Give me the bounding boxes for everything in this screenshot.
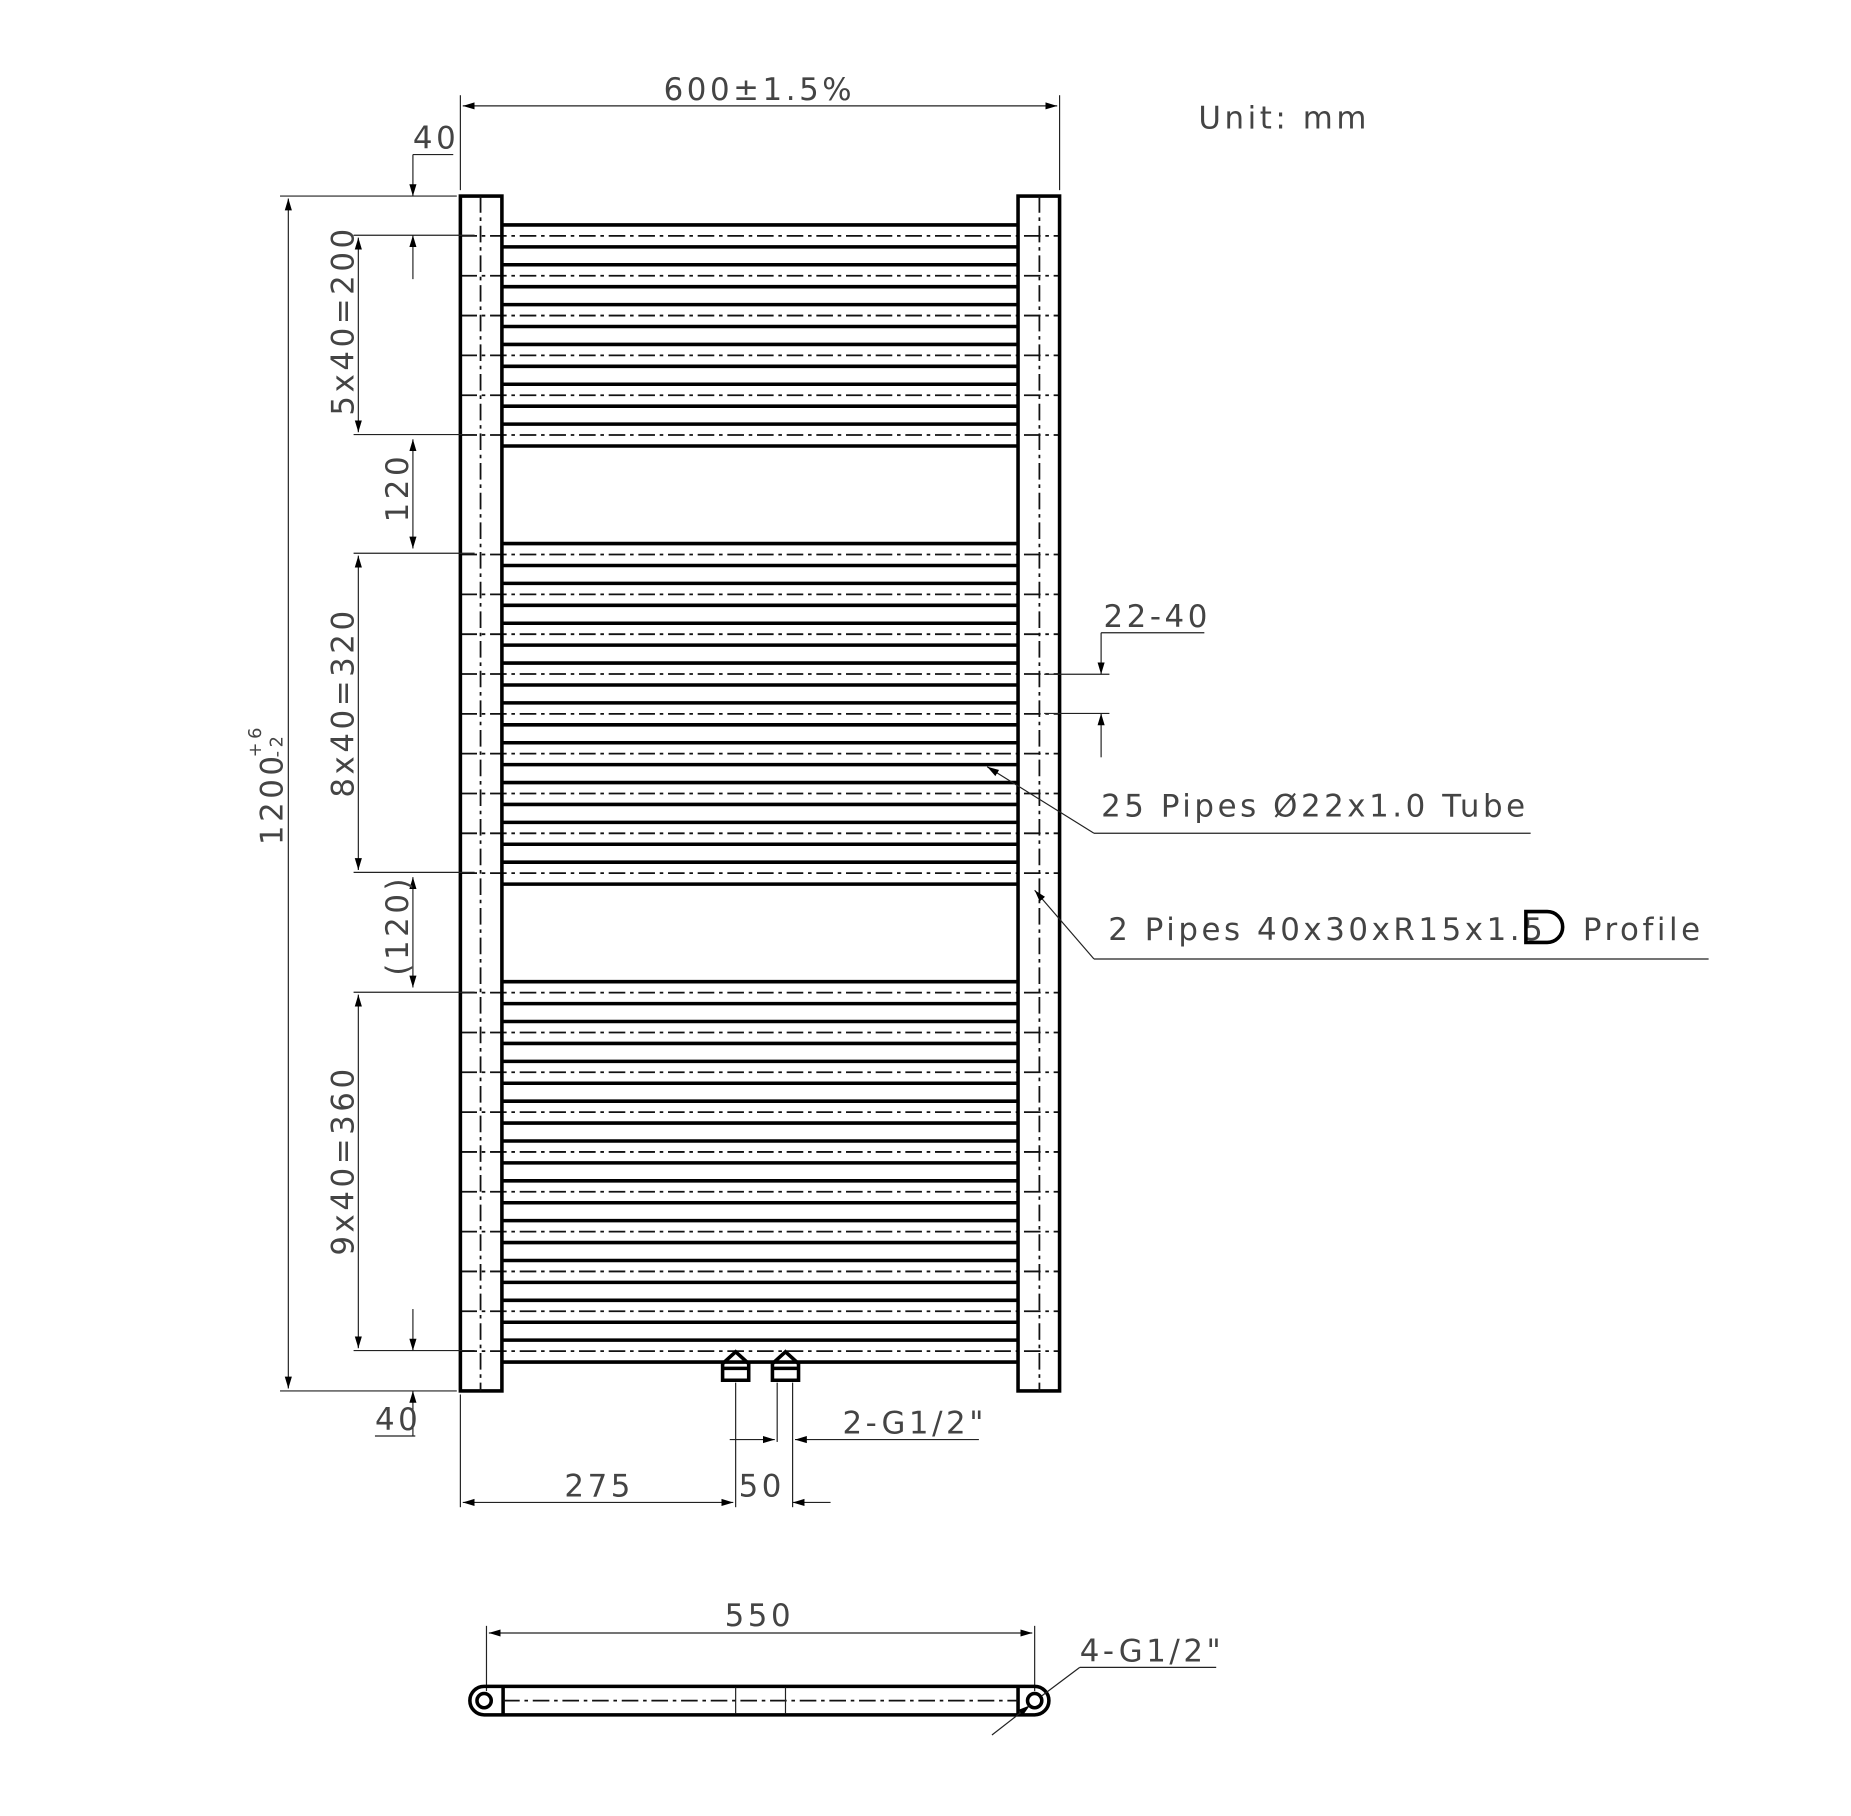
tube <box>460 263 1060 289</box>
pitch-dimensions: 5x40=200 8x40=320 9x40=360 120 (120) 40 … <box>326 121 475 1438</box>
tube <box>460 860 1060 886</box>
valve-connectors <box>720 1349 801 1383</box>
tube <box>460 1139 1060 1165</box>
tube-callout: 25 Pipes Ø22x1.0 Tube <box>986 766 1531 834</box>
bottom-connections-label: 4-G1/2" <box>1080 1633 1225 1669</box>
tube <box>460 740 1060 767</box>
unit-label: Unit: mm <box>1198 100 1370 136</box>
tube <box>460 621 1060 647</box>
right-rail <box>1016 194 1062 1393</box>
tube-callout-label: 25 Pipes Ø22x1.0 Tube <box>1101 789 1529 825</box>
tube <box>460 541 1060 568</box>
top-offset-label: 40 <box>413 121 459 157</box>
tube <box>460 1179 1060 1205</box>
rail-callout-suffix: Profile <box>1583 912 1704 948</box>
d-profile-icon <box>1524 909 1565 945</box>
tube <box>460 1218 1060 1245</box>
tube <box>460 661 1060 687</box>
bottom-view: 550 4-G1/2" <box>468 1598 1225 1736</box>
tube <box>460 1298 1060 1324</box>
left-rail <box>458 194 504 1393</box>
tube <box>460 820 1060 847</box>
height-tol-plus: +6 <box>245 724 266 757</box>
width-dimension: 600±1.5% <box>459 72 1061 191</box>
tube <box>460 701 1060 727</box>
height-label: 1200 <box>254 752 290 845</box>
wall-gap-label: 22-40 <box>1103 599 1210 635</box>
connection-dimensions: 2-G1/2" 275 50 <box>459 1382 987 1508</box>
tube <box>460 422 1060 448</box>
group2-label: 8x40=320 <box>326 607 362 797</box>
tube <box>460 342 1060 369</box>
inlet-offset-label: 275 <box>564 1469 634 1505</box>
tube <box>460 382 1060 408</box>
front-connections-label: 2-G1/2" <box>842 1406 987 1442</box>
wall-gap-dimension: 22-40 <box>1044 599 1210 758</box>
gap1-label: 120 <box>380 453 416 523</box>
tube <box>460 302 1060 329</box>
group3-label: 9x40=360 <box>326 1065 362 1255</box>
gap2-label: (120) <box>380 875 416 976</box>
tube <box>460 780 1060 807</box>
group1-label: 5x40=200 <box>326 225 362 415</box>
height-dimension: 1200 +6 -2 <box>245 195 457 1392</box>
tube <box>460 1338 1060 1364</box>
tube <box>460 979 1060 1006</box>
tube <box>460 1099 1060 1125</box>
center-distance-label: 550 <box>725 1598 795 1634</box>
width-label: 600±1.5% <box>664 72 856 108</box>
tube <box>460 1019 1060 1046</box>
horizontal-tubes <box>460 223 1060 1364</box>
tube <box>460 223 1060 249</box>
bottom-offset-label: 40 <box>375 1402 421 1438</box>
tube <box>460 1258 1060 1285</box>
rail-callout: 2 Pipes 40x30xR15x1.5 Profile <box>1034 889 1709 960</box>
tube <box>460 581 1060 608</box>
inlet-spacing-label: 50 <box>739 1469 785 1505</box>
height-tol-minus: -2 <box>266 732 287 757</box>
rail-callout-label: 2 Pipes 40x30xR15x1.5 <box>1108 912 1546 948</box>
tube <box>460 1059 1060 1086</box>
